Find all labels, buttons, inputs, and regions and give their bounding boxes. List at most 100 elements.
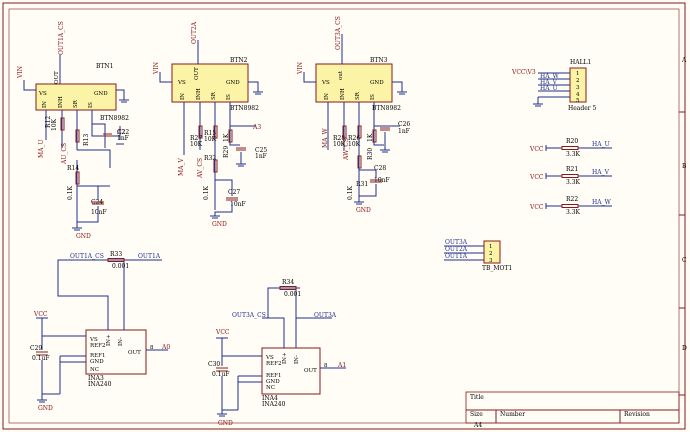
btn2-vin: VIN (153, 62, 160, 75)
ina3-nc-pin: NC (90, 367, 99, 373)
r33-val: 0.001 (112, 263, 129, 270)
c24-ref: C24 (91, 199, 103, 206)
mot-pin-3: 3 (489, 258, 493, 264)
c28-ref: C28 (374, 165, 386, 172)
tb-mot1-connector: 1 2 3 TB_MOT1 (482, 240, 512, 272)
btn1-part: BTN8982 (100, 115, 129, 122)
btn3-cs-net: AW_CS (343, 138, 350, 161)
r21-ref: R21 (566, 166, 578, 173)
btn3-1k: 1K (367, 133, 374, 142)
row-label-d: D (682, 345, 687, 352)
btn1-is-pin: IS (88, 102, 94, 108)
r28-val: 10K (333, 141, 346, 148)
btn1-vs-pin: VS (38, 91, 47, 97)
btn3-sr-pin: SR (355, 91, 361, 100)
btn2-gnd: GND (212, 221, 227, 228)
r20-ref: R20 (566, 138, 578, 145)
r14-val: 0.1K (67, 185, 74, 200)
btn1-in-net: MA_U (38, 139, 45, 158)
r21-net: HA_V (592, 169, 610, 176)
r20-net: HA_U (592, 141, 610, 148)
ina4-nc-pin: NC (266, 385, 275, 391)
r14-ref: R14 (67, 165, 79, 172)
r26-val: 10K (348, 141, 361, 148)
pullup-r20: VCC R20 3.3K HA_U (529, 138, 612, 158)
btn2-out-net: OUT2A (191, 21, 198, 44)
r22-net: HA_W (592, 199, 612, 206)
ina3-gnd-pin: GND (90, 359, 104, 365)
hall1-part: Header 5 (568, 105, 597, 112)
mot-net-3: OUT3A (445, 239, 468, 246)
ina4-gnd-pin: GND (266, 379, 280, 385)
r27-ref: R27 (190, 135, 202, 142)
ina4-inp-pin: IN+ (282, 352, 288, 364)
ina4-chip: VS REF2 REF1 GND NC IN+ IN- OUT INA4 INA… (261, 347, 321, 408)
btn3-vs-pin: VS (321, 80, 330, 86)
ina4-out-pin: OUT (304, 368, 317, 374)
ina3-part: INA240 (88, 381, 112, 388)
hall-net-w: HA_W (540, 73, 560, 80)
r21-vcc: VCC (529, 174, 544, 181)
r31-val: 0.1K (347, 185, 354, 200)
ina3-out-pin: OUT (128, 350, 141, 356)
pullup-r22: VCC R22 3.3K HA_W (529, 196, 612, 216)
ina3-ref2-pin: REF2 (90, 343, 105, 349)
r31-ref: R31 (356, 181, 368, 188)
r12-ref: R12 (45, 116, 52, 128)
ina3-out-num: 8 (150, 345, 154, 351)
btn1-out-net: OUT1A_CS (58, 21, 65, 55)
btn2-in-net: MA_V (178, 158, 185, 176)
btn2-is-pin: IS (226, 94, 232, 100)
btn2-gnd-pin: GND (226, 80, 240, 86)
ina4-gnd: GND (218, 420, 233, 427)
ina3-net-right: OUT1A (138, 253, 161, 260)
btn1-sr-pin: SR (73, 99, 79, 108)
btn2-part: BTN8982 (230, 105, 259, 112)
r22-ref: R22 (566, 196, 578, 203)
btn2-chip: BTN2 VS OUT GND IN INH SR IS BTN8982 (171, 57, 259, 112)
hall1-pin-4: 4 (576, 92, 580, 98)
hall1-pin-1: 1 (576, 71, 580, 77)
r22-val: 3.3K (566, 209, 581, 216)
r28-ref: R28 (333, 135, 345, 142)
mot-pin-2: 2 (489, 251, 493, 257)
c22-val: 1nF (117, 135, 129, 142)
btn1-inh-pin: INH (58, 96, 64, 108)
btn1-cs-net: AU_CS (61, 143, 68, 165)
row-label-a: A (681, 57, 687, 64)
btn2-1k: 1K (223, 133, 230, 142)
hall-vcc: VCC\V3 (511, 69, 536, 76)
r29-ref: R29 (223, 146, 230, 158)
ina4-out-net: A1 (337, 362, 346, 369)
r27-val: 10K (190, 141, 203, 148)
ina3-vs-pin: VS (89, 337, 98, 343)
c26-ref: C26 (398, 121, 410, 128)
btn2-a3-net: A3 (252, 124, 261, 131)
hall-net-v: HA_V (540, 79, 558, 86)
btn1-gnd-pin: GND (94, 91, 108, 97)
btn1-vin: VIN (17, 66, 24, 79)
ina3-ref1-pin: REF1 (90, 353, 105, 359)
btn1-chip: BTN1 VS OUT GND IN INH SR IS BTN8982 (35, 63, 129, 122)
btn1-name: BTN1 (96, 63, 113, 70)
ina4-ref1-pin: REF1 (266, 373, 281, 379)
hall1-pin-5: 5 (576, 98, 580, 104)
hall1-pin-3: 3 (576, 85, 580, 91)
r26-ref: R26 (348, 135, 360, 142)
btn1-out-pin: OUT (54, 71, 60, 84)
ina4-name: INA4 (262, 395, 278, 402)
ina4-net-left: OUT3A_CS (232, 312, 266, 319)
btn3-in-pin: IN (324, 93, 330, 100)
r34-val: 0.001 (284, 291, 301, 298)
revision-label: Revision (624, 411, 650, 418)
c25-val: 1nF (255, 153, 267, 160)
c30-val: 0.1uF (212, 371, 230, 378)
btn2-sr-pin: SR (211, 91, 217, 100)
r15-val: 10K (204, 136, 217, 143)
c30-ref: C30 (208, 361, 220, 368)
row-label-c: C (682, 257, 687, 264)
ina3-vcc: VCC (33, 311, 48, 318)
btn3-out-pin: out (338, 70, 344, 80)
btn3-part: BTN8982 (372, 105, 401, 112)
